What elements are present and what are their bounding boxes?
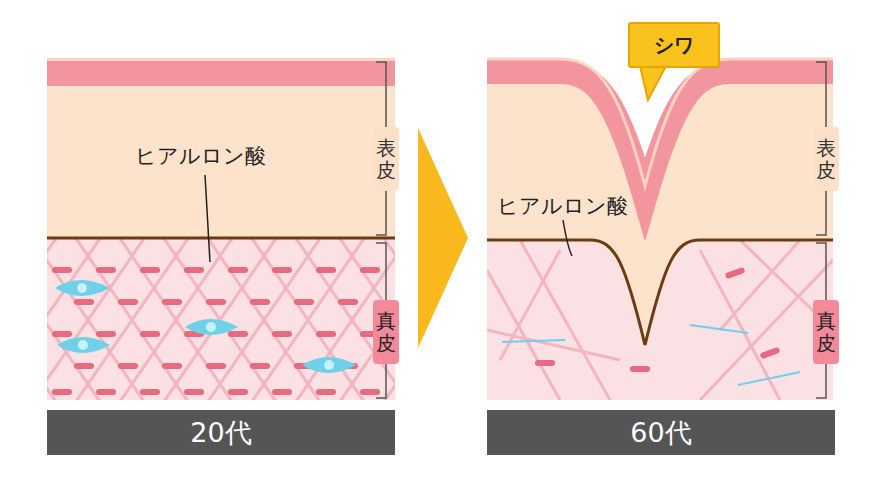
aged-skin (487, 58, 833, 400)
young-skin (47, 58, 395, 400)
age-bar: 20代 (47, 410, 395, 455)
arrow (418, 128, 468, 348)
layer-name: 表皮 (376, 137, 396, 181)
layer-name: 真皮 (816, 310, 836, 354)
layer-label: 表皮 (813, 127, 839, 191)
callout-box: シワ (628, 22, 720, 68)
layer-label: 真皮 (373, 300, 399, 364)
fibroblast-cells (55, 280, 356, 373)
callout-text: シワ (654, 32, 694, 59)
collagen-links (52, 267, 380, 395)
age-label: 20代 (190, 415, 251, 451)
age-label: 60代 (630, 415, 691, 451)
layer-label: 真皮 (813, 300, 839, 364)
age-bar: 60代 (487, 410, 835, 455)
part-label: ヒアルロン酸 (135, 142, 266, 170)
layer-name: 表皮 (816, 137, 836, 181)
layer-label: 表皮 (373, 127, 399, 191)
layer-name: 真皮 (376, 310, 396, 354)
part-label: ヒアルロン酸 (497, 192, 628, 220)
